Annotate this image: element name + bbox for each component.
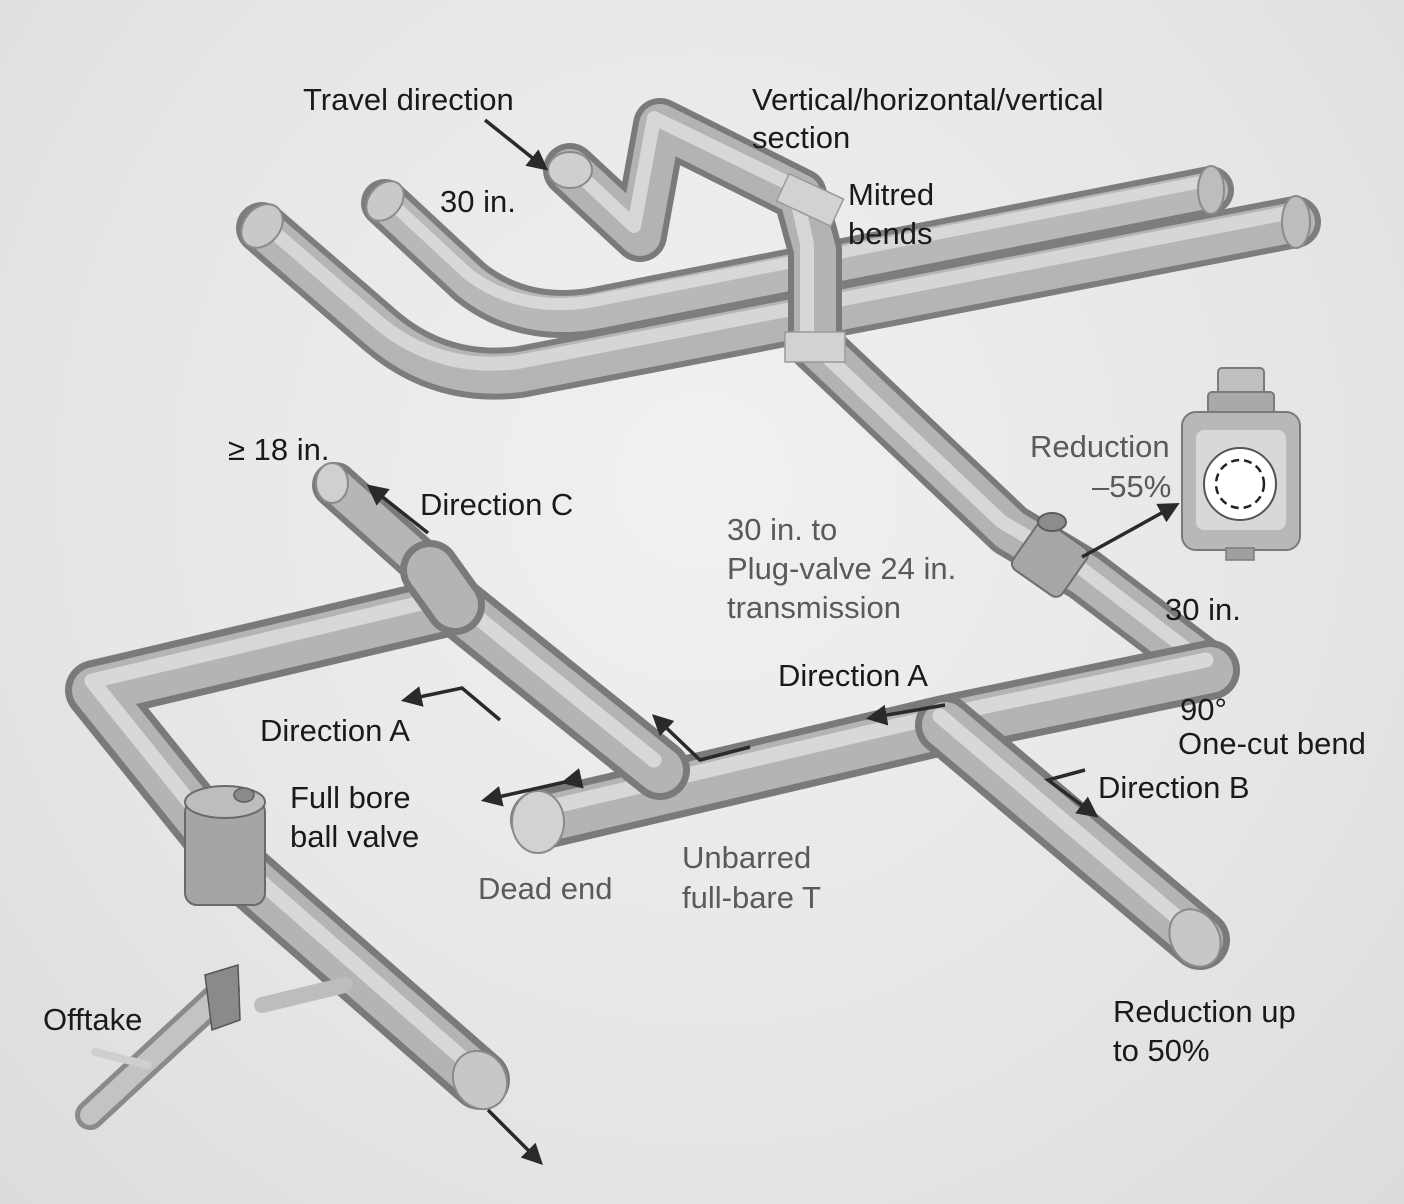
label-tee-line2: full-bare T <box>682 880 821 915</box>
label-tee-line1: Unbarred <box>682 840 812 875</box>
label-ball-valve-line1: Full bore <box>290 780 411 815</box>
label-plug-line2: Plug-valve 24 in. <box>727 551 957 586</box>
label-18in: ≥ 18 in. <box>228 432 330 467</box>
label-direction-c: Direction C <box>420 487 574 522</box>
label-reduction-line1: Reduction <box>1030 429 1170 464</box>
label-plug-line3: transmission <box>727 590 901 625</box>
label-bend-line1: 90° <box>1180 692 1227 727</box>
label-plug-line1: 30 in. to <box>727 512 838 547</box>
travel-direction-arrow <box>483 118 549 171</box>
dead-end-arrow <box>480 768 584 807</box>
label-reduction50-line1: Reduction up <box>1113 994 1296 1029</box>
outlet-arrow <box>486 1108 543 1165</box>
direction-b-arrow <box>1044 768 1099 818</box>
direction-a-right-arrow <box>865 703 946 726</box>
direction-c-arrow <box>366 484 430 535</box>
label-travel-direction: Travel direction <box>303 82 514 117</box>
pipe-ends <box>315 462 1222 1111</box>
ball-valve <box>184 785 266 906</box>
plug-valve <box>1010 512 1090 598</box>
label-30in-right: 30 in. <box>1165 592 1241 627</box>
label-30in-top: 30 in. <box>440 184 516 219</box>
reduction-55-arrow <box>1081 502 1180 559</box>
direction-a-tee-arrow <box>651 714 751 762</box>
label-bend-line2: One-cut bend <box>1178 726 1366 761</box>
label-reduction-line2: –55% <box>1092 469 1172 504</box>
parallel-pipes-top <box>236 165 1321 400</box>
lower-network <box>65 462 1240 1110</box>
label-mitred-line1: Mitred <box>848 177 935 212</box>
label-offtake: Offtake <box>43 1002 143 1037</box>
arrows <box>366 118 1180 1165</box>
label-mitred-line2: bends <box>848 216 933 251</box>
offtake <box>75 963 353 1130</box>
label-direction-b: Direction B <box>1098 770 1250 805</box>
direction-a-left-arrow <box>400 686 502 722</box>
label-direction-a-right: Direction A <box>778 658 928 693</box>
label-ball-valve-line2: ball valve <box>290 819 420 854</box>
label-vhv-line2: section <box>752 120 851 155</box>
label-vhv-line1: Vertical/horizontal/vertical <box>752 82 1104 117</box>
label-direction-a-left: Direction A <box>260 713 410 748</box>
label-dead-end: Dead end <box>478 871 613 906</box>
plug-valve-inset <box>1181 367 1301 561</box>
label-reduction50-line2: to 50% <box>1113 1033 1210 1068</box>
